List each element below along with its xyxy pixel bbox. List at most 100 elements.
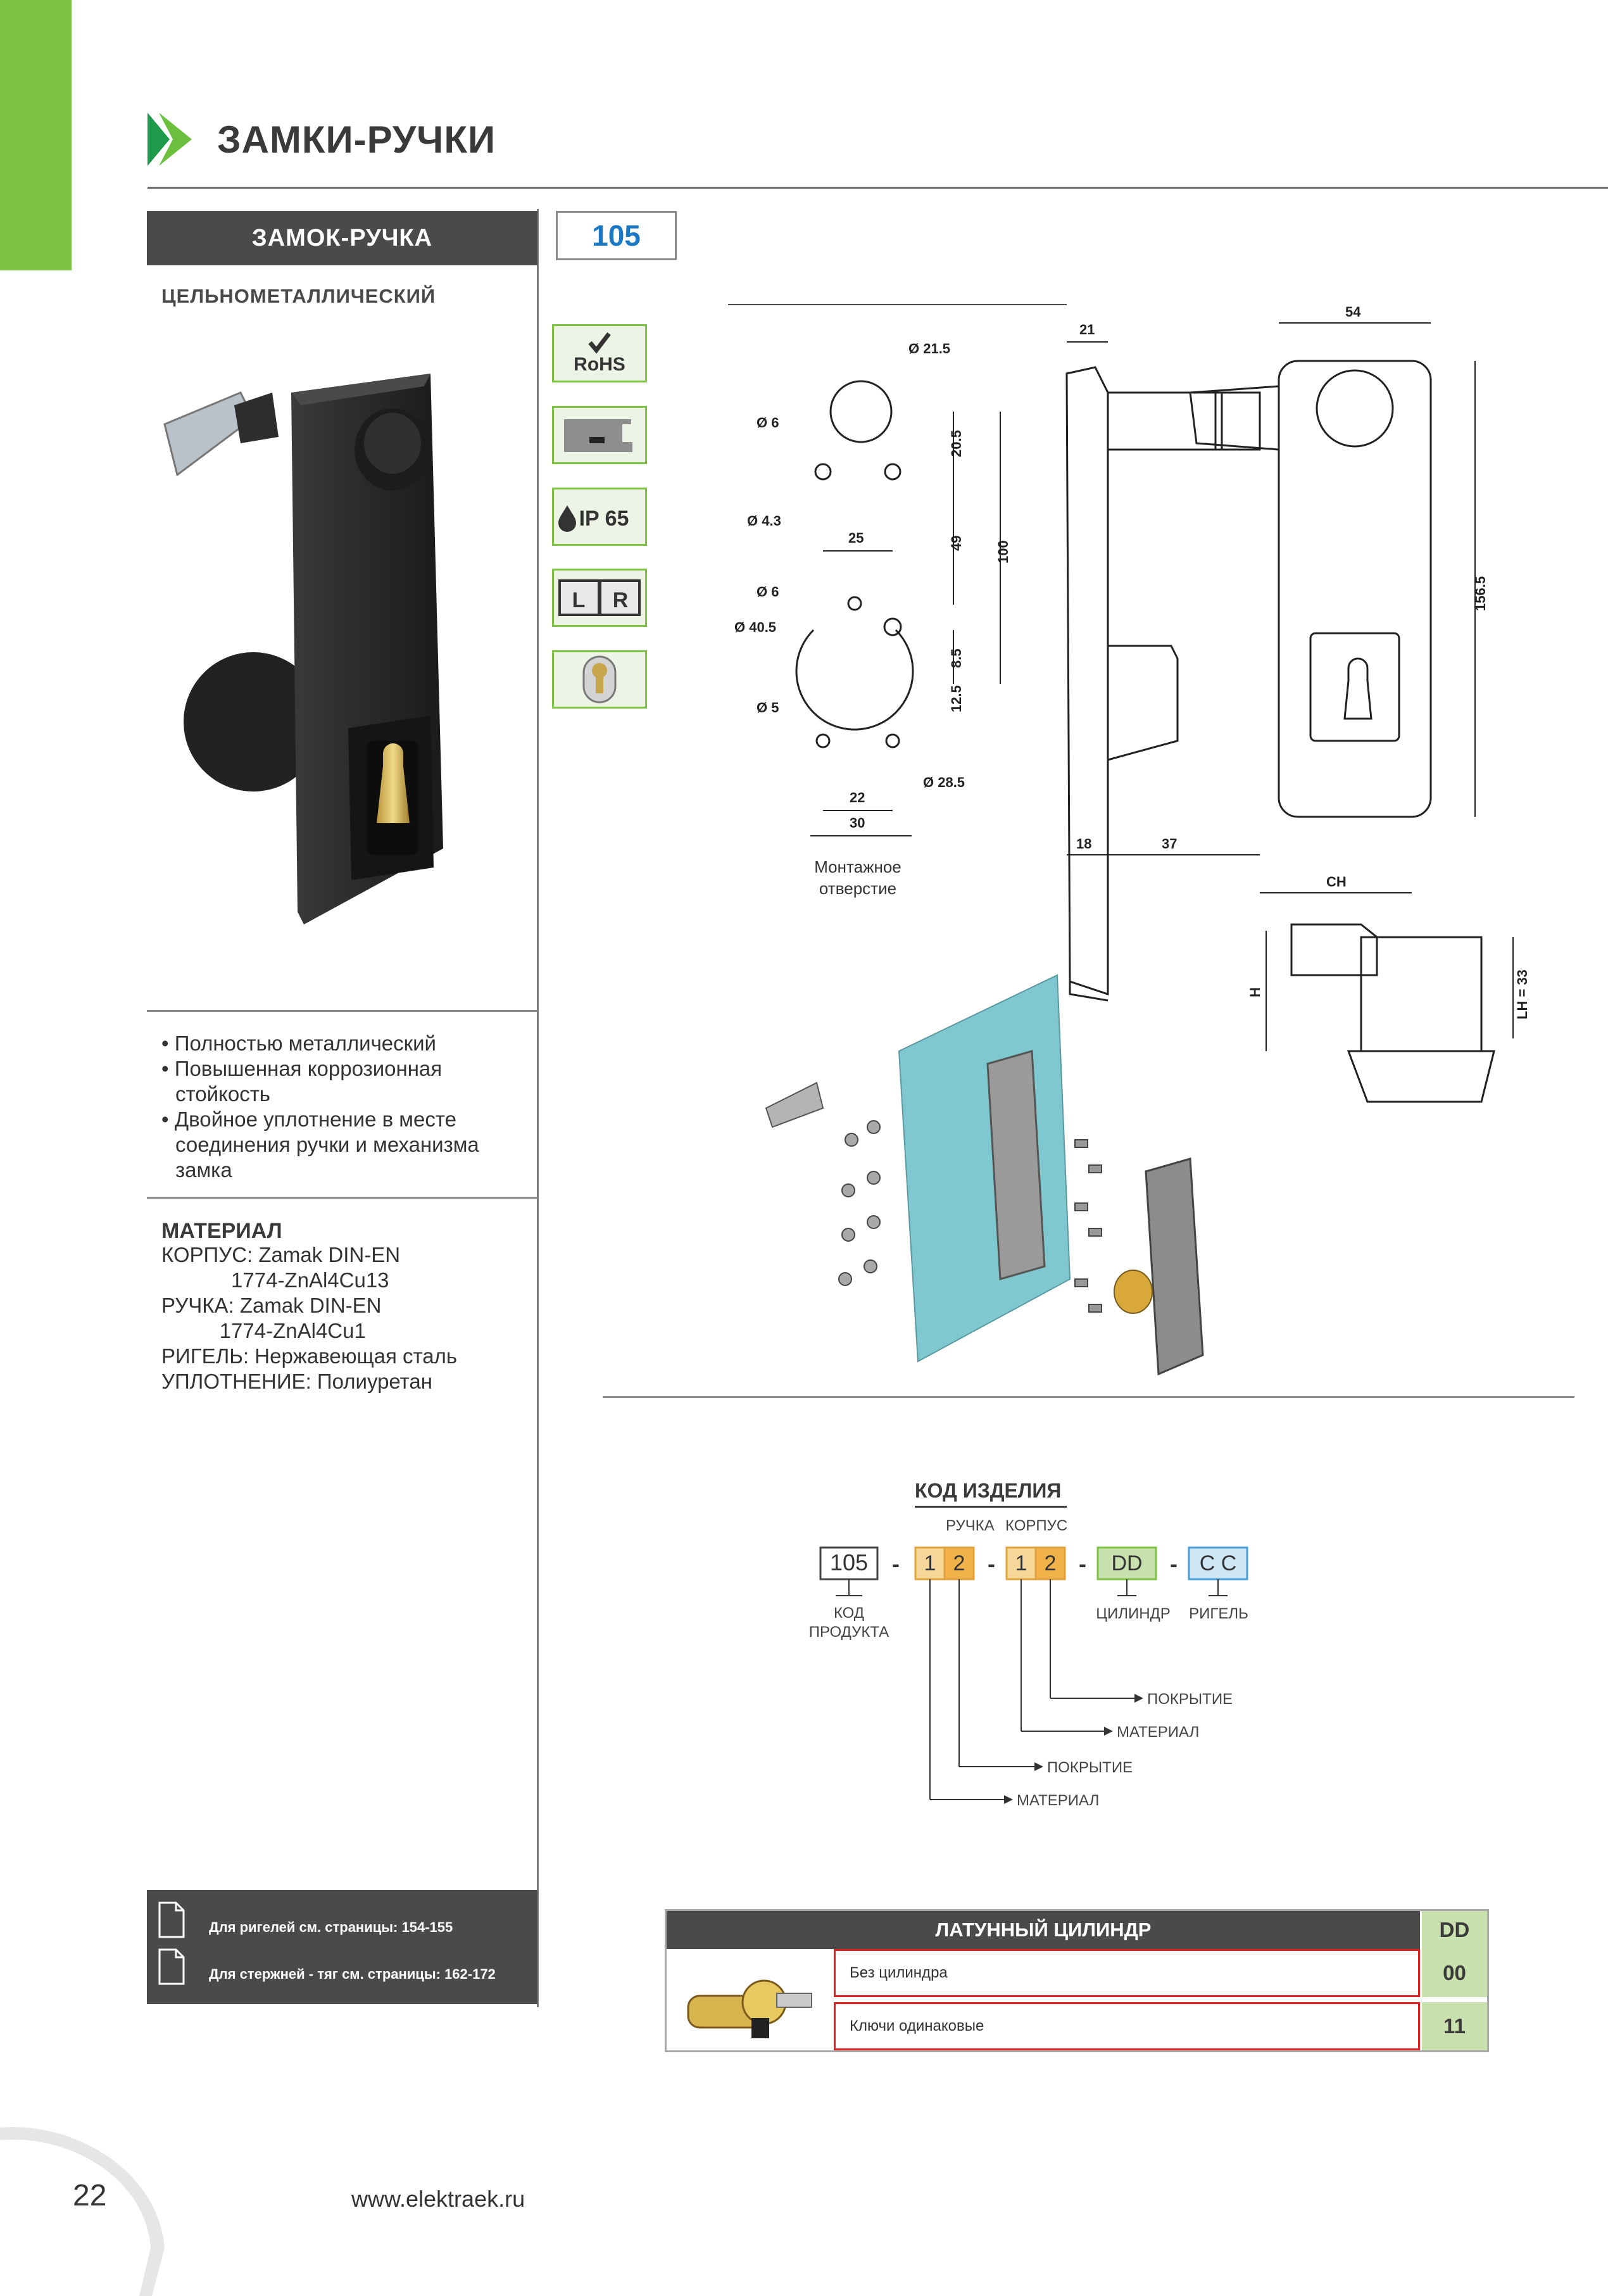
note-rods: Для стержней - тяг см. страницы: 162-172 [209,1966,496,1982]
svg-text:Ø 6: Ø 6 [757,584,779,600]
svg-text:18: 18 [1076,836,1091,852]
product-code-diagram: РУЧКА КОРПУС 105 - 1 2 - 1 2 - DD - C C … [809,1517,1248,1809]
cylinder-lock-badge [552,650,647,709]
svg-text:МАТЕРИАЛ: МАТЕРИАЛ [1117,1724,1199,1741]
table-row-code: 00 [1422,1949,1487,1997]
document-icon [158,1902,185,1938]
material-line: РИГЕЛЬ: Нержавеющая сталь [161,1344,458,1368]
cylinder-table: ЛАТУННЫЙ ЦИЛИНДР DD Без цилиндра 00 Ключ… [665,1909,1489,2052]
brass-cylinder-image [687,1979,812,2038]
material-title: МАТЕРИАЛ [161,1219,282,1243]
title-divider [148,187,1608,189]
svg-text:Ø 21.5: Ø 21.5 [908,341,950,356]
svg-text:ПОКРЫТИЕ: ПОКРЫТИЕ [1047,1759,1133,1776]
features-list: • Полностью металлический • Повышенная к… [161,1031,505,1183]
svg-text:8.5: 8.5 [948,648,964,668]
svg-text:1: 1 [924,1551,936,1575]
svg-text:ПОКРЫТИЕ: ПОКРЫТИЕ [1147,1691,1233,1708]
svg-text:-: - [1170,1551,1178,1577]
material-line: 1774-ZnAl4Cu13 [161,1268,389,1292]
svg-text:РИГЕЛЬ: РИГЕЛЬ [1189,1605,1248,1622]
mounting-hole-label: Монтажное [814,857,901,876]
svg-text:DD: DD [1111,1551,1142,1575]
material-line: КОРПУС: Zamak DIN-EN [161,1243,401,1266]
svg-text:ЦИЛИНДР: ЦИЛИНДР [1096,1605,1171,1622]
ip-rating-badge: IP 65 [552,488,647,546]
page-corner-curl [0,2127,165,2296]
svg-text:Ø 4.3: Ø 4.3 [747,513,781,529]
feature-item: • Двойное уплотнение в месте соединения … [161,1107,479,1182]
svg-text:IP 65: IP 65 [579,507,629,531]
material-line: УПЛОТНЕНИЕ: Полиуретан [161,1370,433,1393]
cylinder-lock-icon [582,655,617,703]
note-bolts: Для ригелей см. страницы: 154-155 [209,1919,453,1935]
product-code-title: КОД ИЗДЕЛИЯ [915,1479,1062,1502]
svg-text:CH: CH [1326,874,1347,890]
svg-text:Ø 6: Ø 6 [757,415,779,431]
table-row-code: 11 [1422,2002,1487,2050]
feature-item: • Повышенная коррозионная стойкость [161,1057,443,1106]
svg-text:-: - [892,1551,900,1577]
table-row: Ключи одинаковые [834,2002,1420,2050]
ip-rating-icon: IP 65 [558,505,629,532]
sidebar-divider [537,209,539,2007]
svg-text:30: 30 [850,815,865,831]
product-code-box: 105 [556,211,677,260]
svg-text:-: - [988,1551,995,1577]
svg-text:H: H [1247,987,1263,997]
product-photo [163,374,443,924]
material-divider [147,1197,537,1199]
svg-text:Ø 28.5: Ø 28.5 [923,774,965,790]
title-arrow-icon [148,113,192,166]
svg-text:1: 1 [1015,1551,1027,1575]
svg-text:49: 49 [948,536,964,551]
left-right-badge: L R [552,569,647,627]
svg-text:-: - [1079,1551,1086,1577]
document-icon [158,1948,185,1985]
svg-text:12.5: 12.5 [948,685,964,712]
mounting-hole-label: отверстие [819,879,896,898]
svg-text:ПРОДУКТА: ПРОДУКТА [809,1624,889,1641]
svg-text:2: 2 [1045,1551,1057,1575]
code-section-divider [603,1396,1574,1398]
cylinder-table-title: ЛАТУННЫЙ ЦИЛИНДР [667,1911,1420,1949]
svg-text:L: L [572,588,586,612]
svg-text:25: 25 [848,530,864,546]
website-url[interactable]: www.elektraek.ru [351,2186,525,2212]
svg-text:RoHS: RoHS [574,354,625,375]
svg-text:МАТЕРИАЛ: МАТЕРИАЛ [1017,1792,1099,1809]
reference-notes: Для ригелей см. страницы: 154-155 Для ст… [147,1890,537,2004]
svg-text:156.5: 156.5 [1473,576,1488,611]
svg-text:21: 21 [1079,322,1095,337]
svg-text:РУЧКА: РУЧКА [946,1517,995,1534]
svg-text:20.5: 20.5 [948,430,964,457]
feature-item: • Полностью металлический [161,1031,436,1055]
code-bolt-cell [1188,1546,1248,1580]
svg-text:R: R [613,588,629,612]
rohs-badge: RoHS [552,324,647,382]
product-code-title-underline [915,1506,1067,1508]
technical-drawing: Ø 21.5 Ø 6 Ø 4.3 Ø 6 Ø 40.5 Ø 5 Ø 28.5 2… [728,304,1530,1376]
cylinder-table-code-header: DD [1422,1911,1487,1949]
svg-text:КОД: КОД [834,1605,864,1622]
svg-text:C C: C C [1200,1551,1237,1575]
features-divider [147,1010,537,1012]
left-right-icon: L R [558,579,641,616]
material-line: 1774-ZnAl4Cu1 [161,1319,366,1342]
svg-text:LH = 33: LH = 33 [1514,969,1530,1019]
svg-text:22: 22 [850,790,865,805]
rohs-icon: RoHS [574,332,625,375]
svg-text:100: 100 [995,540,1011,564]
mounting-profile-icon [564,419,632,452]
page-number: 22 [73,2179,107,2212]
svg-text:КОРПУС: КОРПУС [1005,1517,1067,1534]
svg-text:Ø 40.5: Ø 40.5 [734,619,776,635]
product-name-bar: ЗАМОК-РУЧКА [147,211,537,265]
product-subtitle: ЦЕЛЬНОМЕТАЛЛИЧЕСКИЙ [161,285,436,307]
mounting-profile-badge [552,406,647,464]
material-line: РУЧКА: Zamak DIN-EN [161,1294,382,1317]
svg-text:37: 37 [1162,836,1177,852]
green-side-tab [0,0,72,270]
svg-text:2: 2 [953,1551,965,1575]
